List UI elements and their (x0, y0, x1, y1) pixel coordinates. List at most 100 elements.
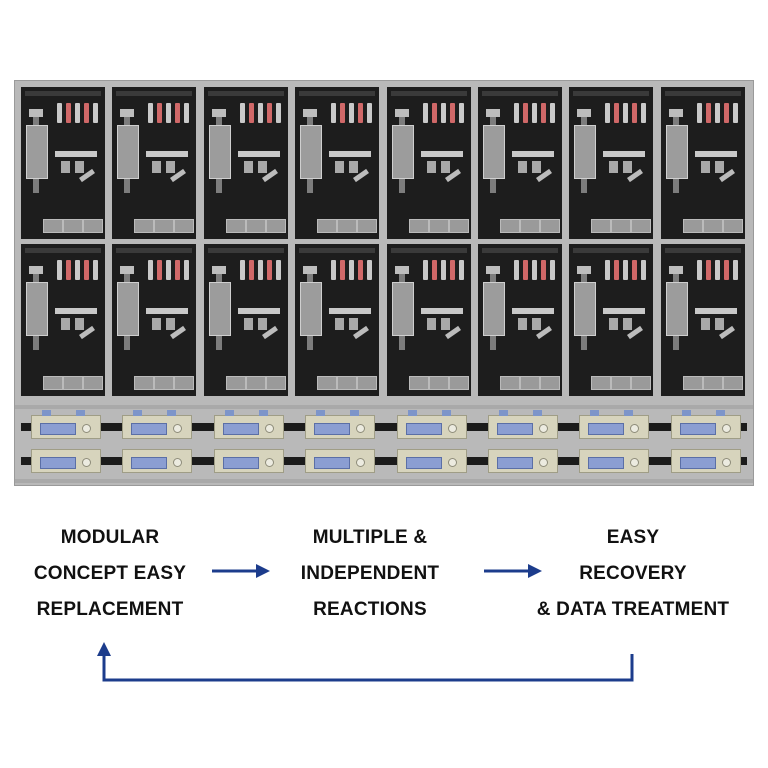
valve (714, 161, 724, 173)
tray-knob-dot (447, 458, 457, 467)
tray-knob-dot (539, 424, 548, 433)
indicator-led (696, 103, 702, 123)
indicator-led (349, 103, 355, 123)
reactor-cylinder (574, 282, 597, 336)
reactor-module-panel (112, 87, 197, 239)
control-box (357, 376, 378, 390)
valve (152, 161, 162, 173)
step-line: REACTIONS (313, 599, 427, 620)
sample-tray (488, 449, 558, 473)
valve (349, 318, 359, 330)
control-box (43, 219, 63, 233)
manifold-bar (146, 151, 189, 157)
reactor-cap (577, 266, 592, 274)
right-arrow-icon (212, 564, 270, 578)
control-box (428, 219, 449, 233)
reactor-cylinder (117, 125, 140, 179)
sample-tray (670, 449, 741, 473)
control-box (500, 219, 520, 233)
indicator-led (440, 260, 446, 280)
reactor-cap (668, 109, 683, 117)
panel-header-strip (573, 91, 650, 96)
indicator-led (184, 103, 190, 123)
manifold-bar (694, 151, 737, 157)
control-box (63, 376, 83, 390)
tray-connector (590, 410, 600, 416)
tray-slot (40, 423, 76, 435)
indicator-led (248, 103, 254, 123)
valve (166, 161, 176, 173)
panel-header-strip (207, 91, 284, 96)
tray-slot (588, 423, 625, 435)
indicator-led (358, 103, 364, 123)
valve (257, 161, 267, 173)
indicator-led (514, 103, 519, 123)
panel-header-strip (390, 248, 467, 253)
panel-header-strip (207, 248, 284, 253)
step-line: CONCEPT EASY (33, 563, 187, 584)
indicator-led (422, 103, 428, 123)
control-box (591, 376, 612, 390)
valve (243, 318, 253, 330)
manifold-bar (55, 151, 97, 157)
indicator-led (514, 260, 519, 280)
reactor-module-panel (569, 244, 654, 396)
valve (243, 161, 253, 173)
control-box (357, 219, 378, 233)
indicator-led (257, 260, 263, 280)
control-box (154, 219, 175, 233)
tray-slot (405, 457, 442, 469)
tray-connector (167, 410, 177, 416)
tray-knob-dot (82, 424, 91, 433)
indicator-led (175, 260, 181, 280)
tray-connector (441, 410, 451, 416)
tray-knob-dot (630, 458, 640, 467)
reactor-module-panel (386, 244, 471, 396)
indicator-led (449, 103, 455, 123)
reactor-cylinder (665, 125, 688, 179)
indicator-led (623, 260, 629, 280)
reactor-cap (668, 266, 683, 274)
indicator-led (458, 260, 464, 280)
control-box (722, 219, 743, 233)
tray-connector (133, 410, 143, 416)
reactor-cap (394, 109, 409, 117)
indicator-led (239, 260, 245, 280)
reactor-module-panel (478, 87, 562, 239)
indicator-led (266, 103, 272, 123)
tray-knob-dot (264, 424, 274, 433)
valve (714, 318, 724, 330)
valve (700, 161, 710, 173)
control-box (134, 219, 155, 233)
reactor-cap (577, 109, 592, 117)
sample-tray (122, 449, 193, 473)
indicator-led (248, 260, 254, 280)
indicator-led (93, 260, 98, 280)
tray-slot (405, 423, 442, 435)
tray-slot (222, 423, 259, 435)
tray-slot (314, 423, 351, 435)
valve (426, 161, 436, 173)
step-line: REPLACEMENT (36, 599, 184, 620)
control-box (631, 219, 652, 233)
control-box (245, 219, 266, 233)
indicator-led (431, 260, 437, 280)
valve (257, 318, 267, 330)
indicator-led (641, 103, 647, 123)
step-line: MODULAR (60, 527, 160, 548)
tray-shelf (15, 405, 753, 409)
tray-slot (497, 457, 533, 469)
reactor-cap (29, 266, 43, 274)
indicator-led (732, 103, 738, 123)
sample-tray (31, 410, 101, 439)
sample-tray (396, 449, 467, 473)
indicator-led (367, 103, 373, 123)
control-box (448, 376, 469, 390)
indicator-led (431, 103, 437, 123)
manifold-bar (237, 308, 280, 314)
tray-connector (224, 410, 234, 416)
indicator-led (175, 103, 181, 123)
tray-connector (258, 410, 268, 416)
tray-connector (407, 410, 417, 416)
